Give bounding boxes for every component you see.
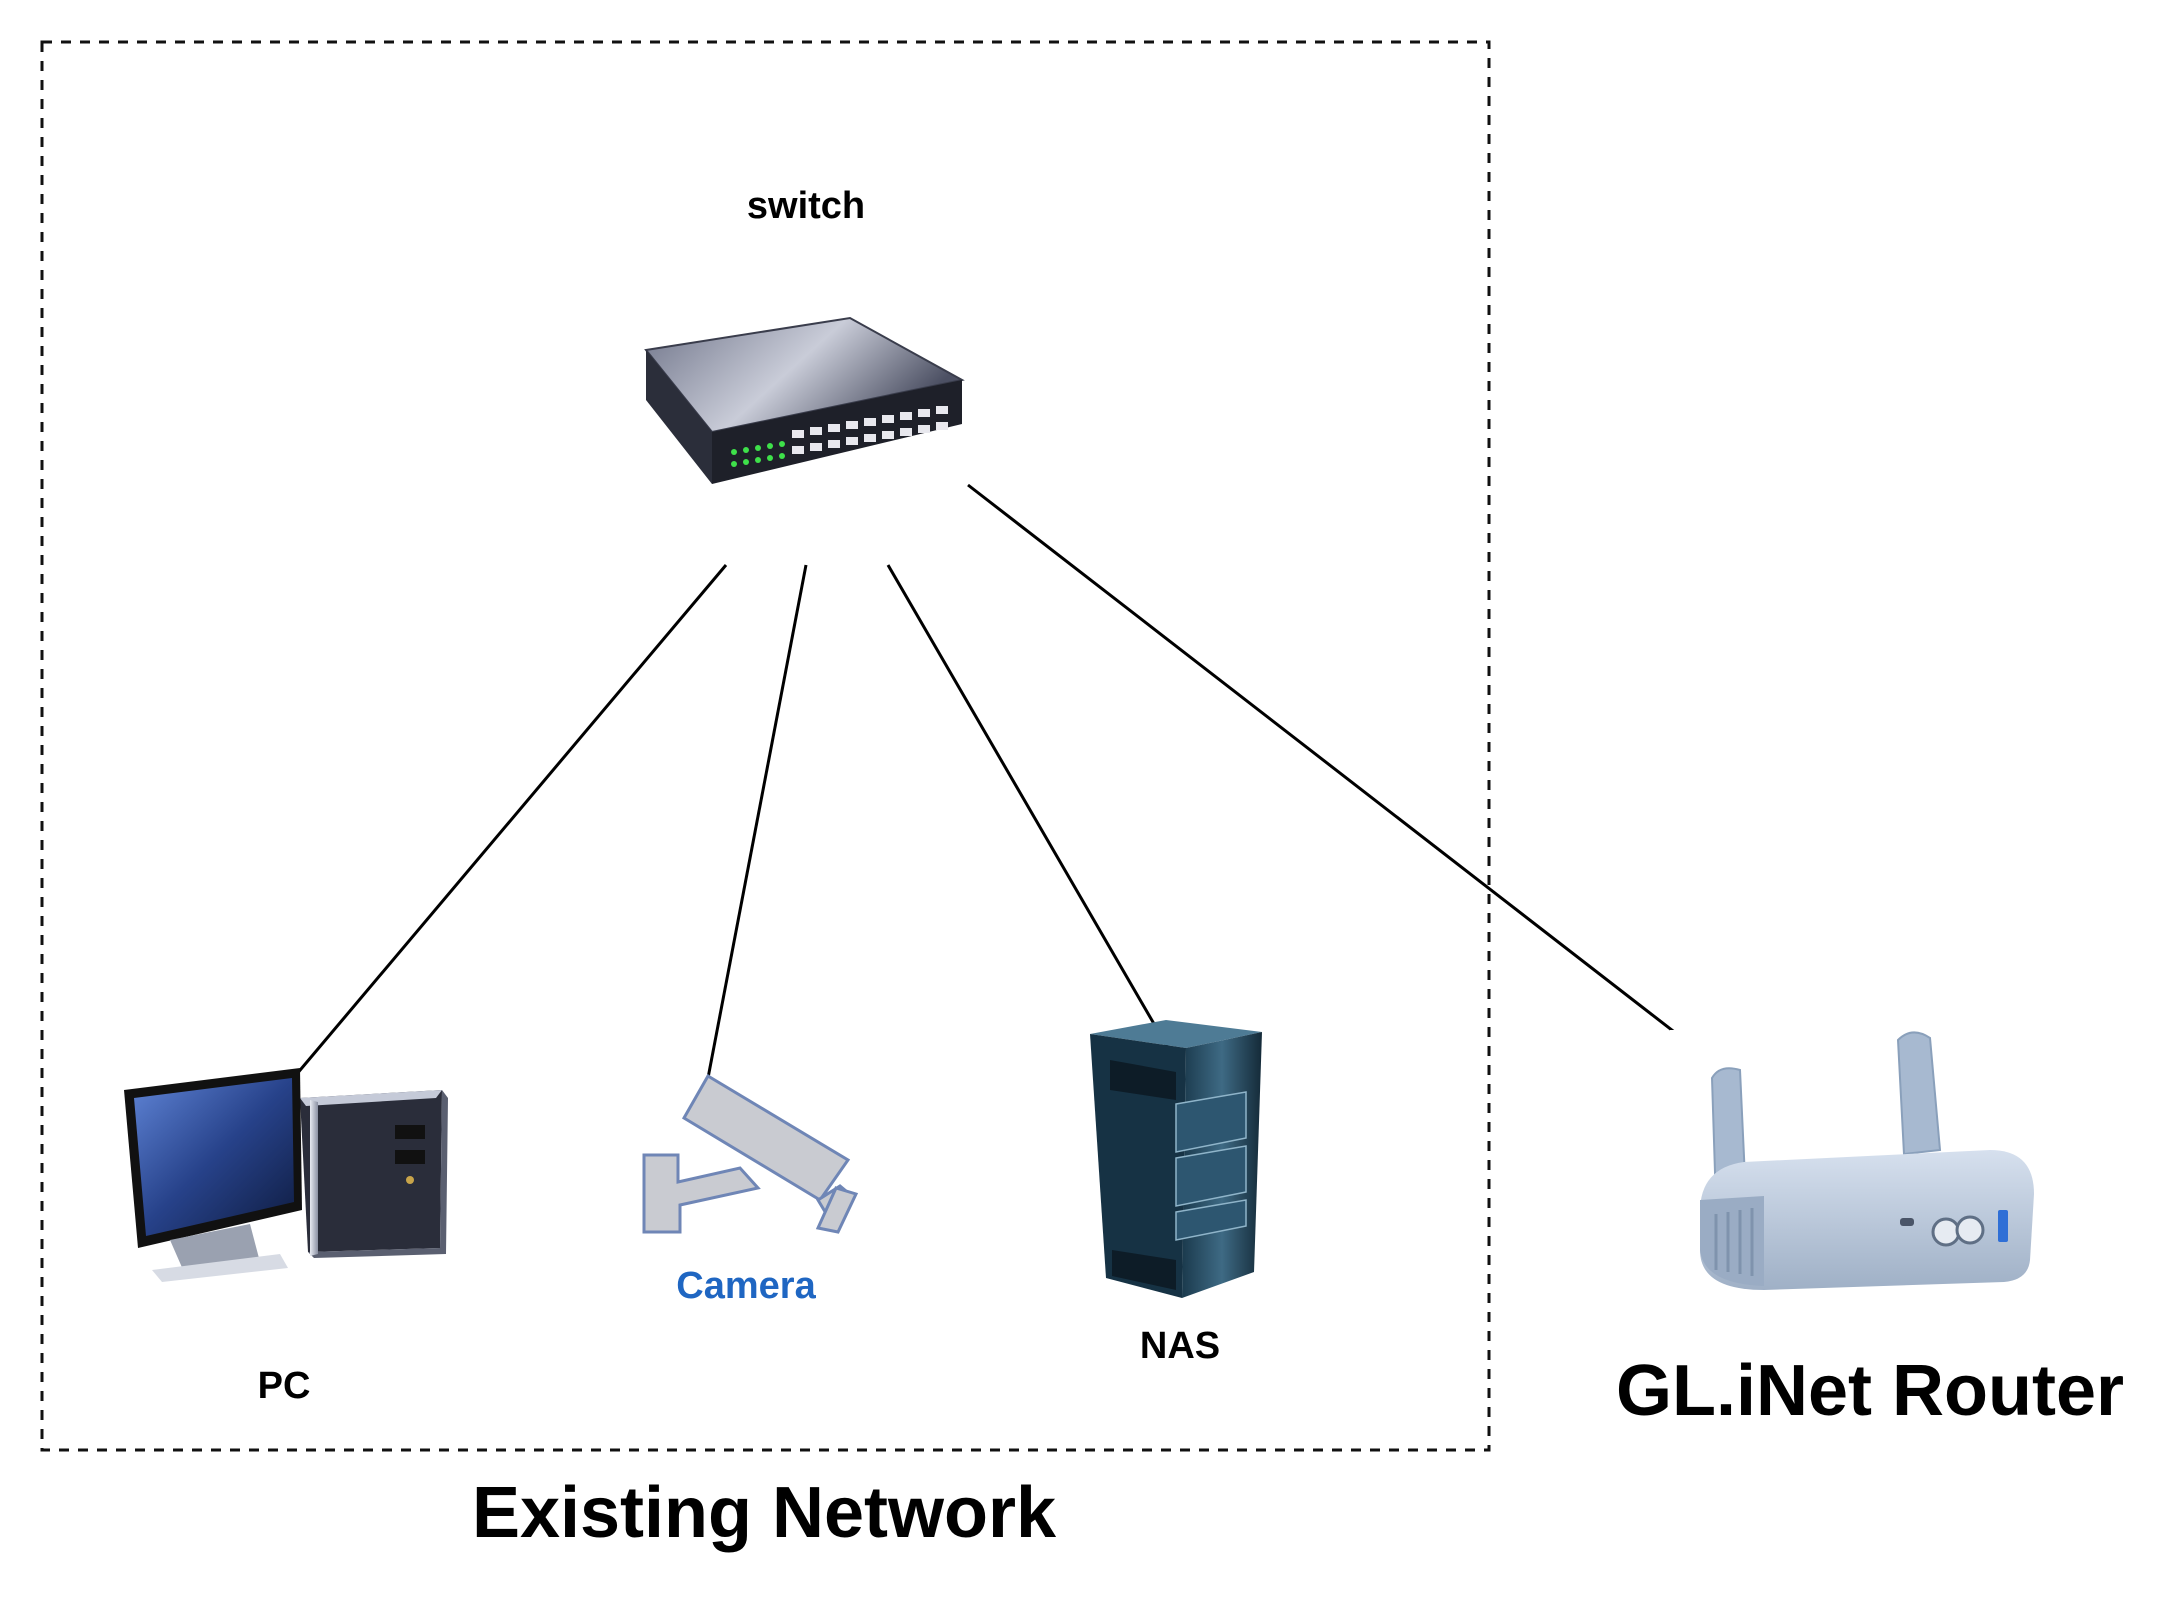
network-switch-icon <box>644 316 965 484</box>
router-label: GL.iNet Router <box>1615 1351 2125 1431</box>
connection-switch-nas <box>886 564 1170 1049</box>
camera-label: Camera <box>676 1265 816 1307</box>
nas-label: NAS <box>1139 1325 1221 1367</box>
connection-switch-camera <box>706 564 808 1079</box>
security-camera-icon <box>642 1073 859 1234</box>
pc-label: PC <box>257 1365 311 1407</box>
switch-label: switch <box>746 185 866 227</box>
connection-switch-pc <box>283 564 728 1089</box>
existing-network-label: Existing Network <box>471 1473 1057 1553</box>
desktop-computer-icon <box>124 1068 448 1282</box>
server-rack-icon <box>1090 1020 1262 1298</box>
existing-network-boundary <box>40 40 1491 1452</box>
travel-router-icon <box>1670 1030 2070 1310</box>
